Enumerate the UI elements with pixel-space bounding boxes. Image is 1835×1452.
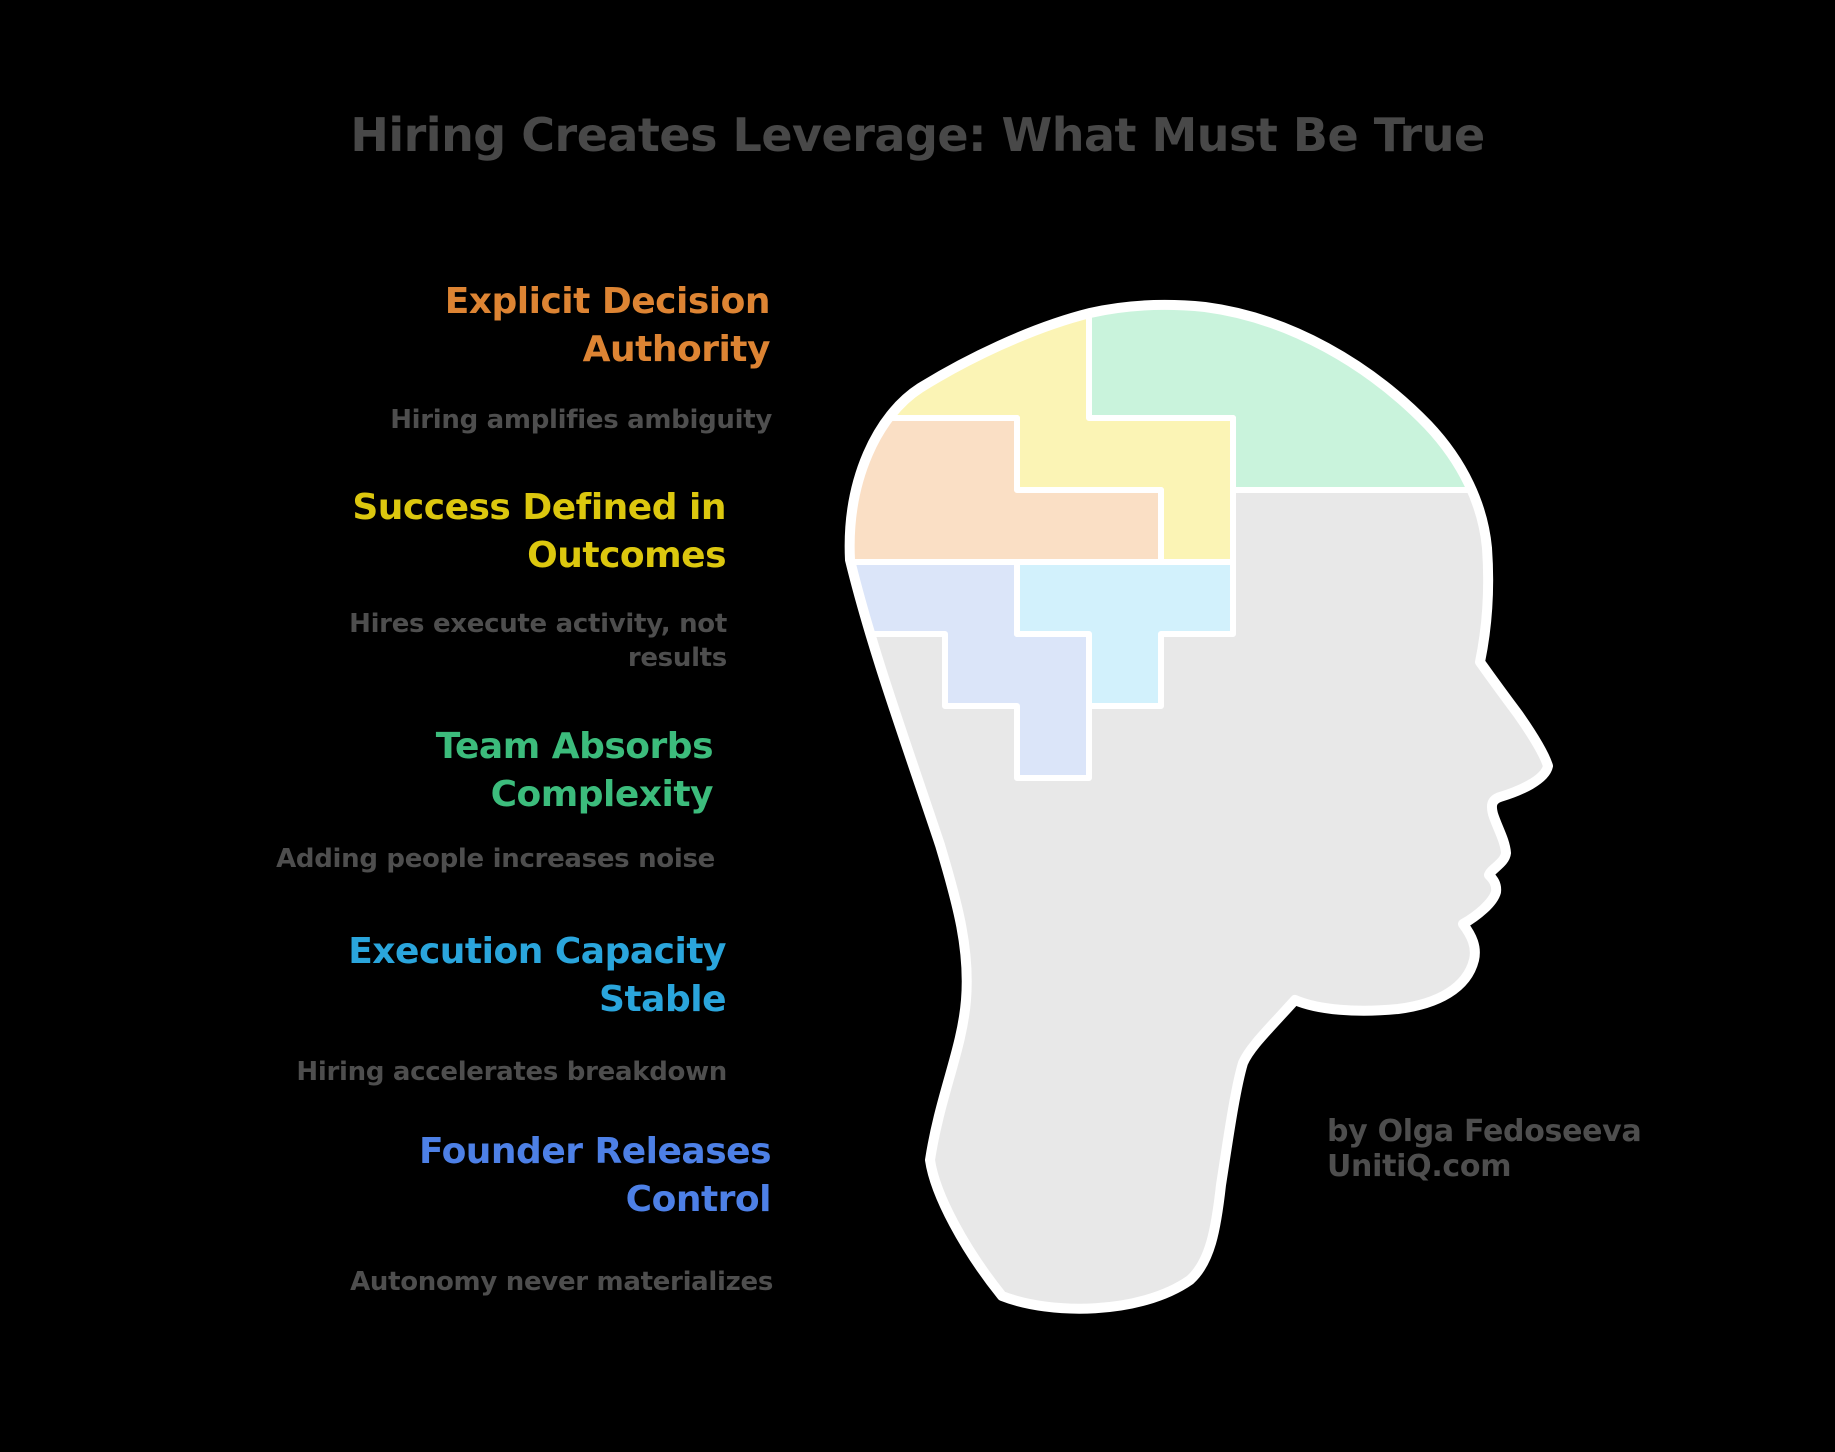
subtitle-autonomy-never-materializes: Autonomy never materializes xyxy=(350,1265,773,1299)
heading-team-absorbs-complexity: Team Absorbs Complexity xyxy=(435,723,714,819)
subtitle-hires-execute-activity: Hires execute activity, not results xyxy=(349,607,727,675)
heading-line: Success Defined in xyxy=(352,487,726,528)
subtitle-line: results xyxy=(627,643,727,673)
subtitle-line: Adding people increases noise xyxy=(276,844,715,874)
puzzle-piece-orange xyxy=(849,415,1164,565)
attribution-author: by Olga Fedoseeva xyxy=(1327,1114,1642,1149)
heading-line: Execution Capacity xyxy=(348,931,726,972)
heading-success-defined-in-outcomes: Success Defined in Outcomes xyxy=(352,484,726,580)
attribution-website: UnitiQ.com xyxy=(1327,1149,1512,1184)
heading-line: Explicit Decision xyxy=(444,281,771,322)
subtitle-adding-people-increases-noise: Adding people increases noise xyxy=(276,842,715,876)
page-title: Hiring Creates Leverage: What Must Be Tr… xyxy=(350,108,1485,162)
heading-founder-releases-control: Founder Releases Control xyxy=(418,1128,772,1224)
subtitle-line: Hiring accelerates breakdown xyxy=(296,1057,727,1087)
heading-line: Team Absorbs xyxy=(435,726,714,767)
heading-line: Control xyxy=(625,1179,772,1220)
heading-line: Founder Releases xyxy=(418,1131,772,1172)
puzzle-piece-cyan xyxy=(1014,559,1236,709)
subtitle-line: Autonomy never materializes xyxy=(350,1267,773,1297)
attribution: by Olga Fedoseeva UnitiQ.com xyxy=(1327,1114,1642,1184)
head-outline xyxy=(844,300,1553,1314)
subtitle-hiring-amplifies-ambiguity: Hiring amplifies ambiguity xyxy=(390,403,772,437)
heading-line: Stable xyxy=(599,979,726,1020)
heading-line: Outcomes xyxy=(527,535,726,576)
subtitle-line: Hires execute activity, not xyxy=(349,609,727,639)
heading-explicit-decision-authority: Explicit Decision Authority xyxy=(444,278,771,374)
heading-line: Complexity xyxy=(490,774,714,815)
heading-execution-capacity-stable: Execution Capacity Stable xyxy=(348,928,726,1024)
heading-line: Authority xyxy=(582,329,771,370)
subtitle-hiring-accelerates-breakdown: Hiring accelerates breakdown xyxy=(296,1055,727,1089)
subtitle-line: Hiring amplifies ambiguity xyxy=(390,405,772,435)
